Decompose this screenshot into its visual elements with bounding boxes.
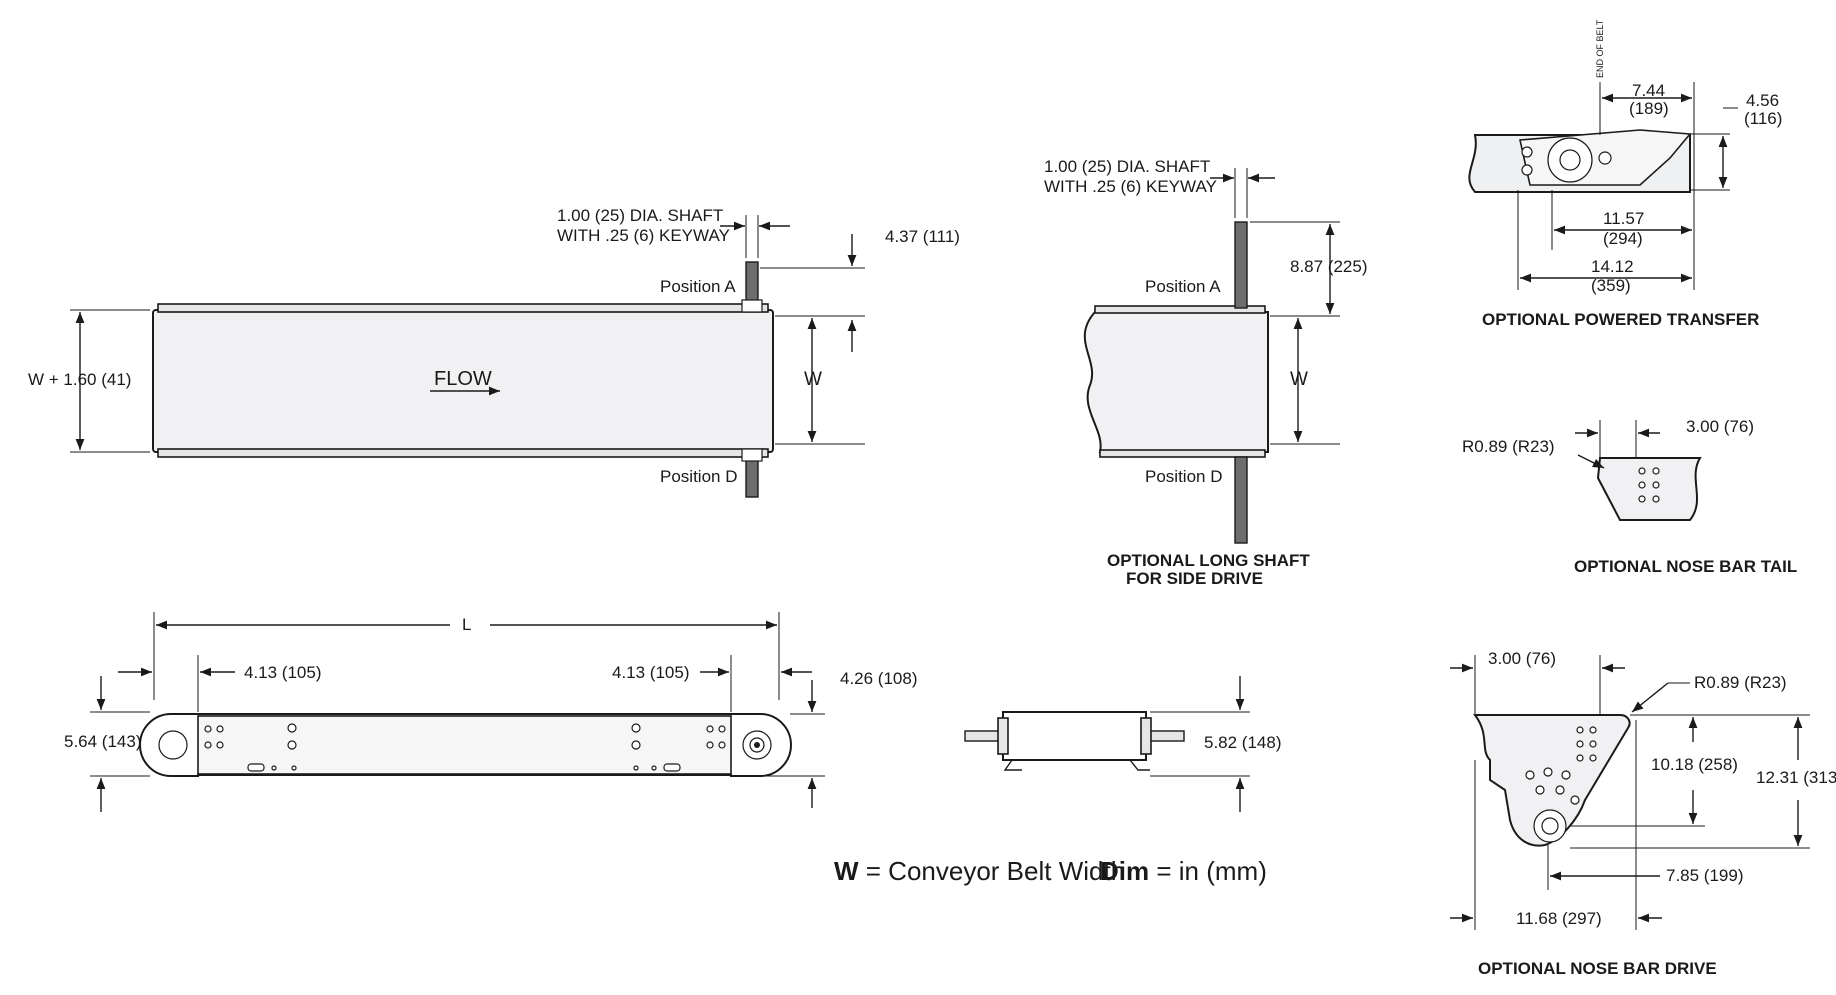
ls-position-d: Position D xyxy=(1145,467,1222,486)
long-shaft-d xyxy=(1234,456,1248,544)
pt-dim-overall: 14.12 xyxy=(1591,257,1634,276)
nbd-height-inner: 10.18 (258) xyxy=(1651,755,1738,774)
nbt-radius: R0.89 (R23) xyxy=(1462,437,1555,456)
drive-shaft-a xyxy=(745,261,759,305)
dim-ls-belt-width: W xyxy=(1290,369,1308,390)
end-view: 5.82 (148) xyxy=(964,676,1282,812)
nbd-caption: OPTIONAL NOSE BAR DRIVE xyxy=(1478,959,1717,978)
nbt-caption: OPTIONAL NOSE BAR TAIL xyxy=(1574,557,1797,576)
ls-caption-1: OPTIONAL LONG SHAFT xyxy=(1107,551,1310,570)
idler-pulley xyxy=(158,730,188,760)
dim-shaft-offset: 4.37 (111) xyxy=(885,227,960,246)
pt-dim-overall-mm: (359) xyxy=(1591,276,1631,295)
long-shaft-view: 1.00 (25) DIA. SHAFT WITH .25 (6) KEYWAY… xyxy=(1044,157,1368,588)
powered-transfer-view: END OF BELT 7.44 (189) 4.56 (116) 11.57 … xyxy=(1468,19,1782,329)
position-a-label: Position A xyxy=(660,277,736,296)
dim-end-height: 4.26 (108) xyxy=(840,669,918,688)
pt-dim-mid-mm: (294) xyxy=(1603,229,1643,248)
ls-caption-2: FOR SIDE DRIVE xyxy=(1126,569,1263,588)
nbd-offset: 3.00 (76) xyxy=(1488,649,1556,668)
nbd-pulley-hub xyxy=(1541,817,1559,835)
side-frame xyxy=(197,715,732,775)
drive-pulley-center xyxy=(754,742,760,748)
long-shaft-body xyxy=(1083,311,1269,453)
ls-shaft-note-1: 1.00 (25) DIA. SHAFT xyxy=(1044,157,1210,176)
pt-dim-top-mm: (189) xyxy=(1629,99,1669,118)
drive-shaft-d xyxy=(745,456,759,498)
dim-belt-width: W xyxy=(804,369,822,390)
flow-label: FLOW xyxy=(434,368,492,390)
pt-dim-height: 4.56 xyxy=(1746,91,1779,110)
pt-pulley-hub xyxy=(1559,149,1581,171)
pt-caption: OPTIONAL POWERED TRANSFER xyxy=(1482,310,1759,329)
pt-dim-height-mm: (116) xyxy=(1744,109,1782,128)
ls-shaft-note-2: WITH .25 (6) KEYWAY xyxy=(1044,177,1217,196)
nbd-horiz-overall: 11.68 (297) xyxy=(1516,909,1602,928)
long-shaft-a xyxy=(1234,221,1248,309)
shaft-note-2: WITH .25 (6) KEYWAY xyxy=(557,226,730,245)
pt-dim-top: 7.44 xyxy=(1632,81,1665,100)
end-shaft-right xyxy=(1147,730,1185,742)
legend-w-text: = Conveyor Belt Width xyxy=(859,856,1126,886)
nbd-radius: R0.89 (R23) xyxy=(1694,673,1787,692)
dim-overall-height: 5.64 (143) xyxy=(64,732,142,751)
dim-shaft-length: 8.87 (225) xyxy=(1290,257,1368,276)
bearing-d xyxy=(741,448,763,462)
pt-end-of-belt: END OF BELT xyxy=(1595,19,1605,78)
mount-holes xyxy=(204,723,726,772)
nose-bar-tail-view: 3.00 (76) R0.89 (R23) OPTIONAL NOSE BAR … xyxy=(1462,417,1797,576)
legend-dim-text: = in (mm) xyxy=(1149,856,1267,886)
nbd-body xyxy=(1473,714,1631,847)
dim-end-view-height: 5.82 (148) xyxy=(1204,733,1282,752)
legend-w-symbol: W xyxy=(834,856,859,886)
end-bearing-left xyxy=(997,717,1009,755)
pt-dim-mid: 11.57 xyxy=(1603,209,1644,228)
svg-text:W = Conveyor Belt Width: W = Conveyor Belt Width xyxy=(834,856,1125,886)
ls-position-a: Position A xyxy=(1145,277,1221,296)
dim-overall-width: W + 1.60 (41) xyxy=(28,370,131,389)
legend: W = Conveyor Belt Width Dim = in (mm) xyxy=(834,856,1267,886)
legend-dim-symbol: Dim xyxy=(1100,856,1149,886)
long-shaft-top-rail xyxy=(1094,305,1266,314)
dim-right-mount: 4.13 (105) xyxy=(612,663,690,682)
dim-length: L xyxy=(462,615,471,634)
pt-hole xyxy=(1521,146,1533,158)
nbt-holes xyxy=(1638,467,1660,503)
nbd-height-overall: 12.31 (313) xyxy=(1756,768,1836,787)
nbt-offset: 3.00 (76) xyxy=(1686,417,1754,436)
end-feet xyxy=(1003,759,1150,771)
bearing-a xyxy=(741,299,763,313)
shaft-note-1: 1.00 (25) DIA. SHAFT xyxy=(557,206,723,225)
end-bearing-right xyxy=(1140,717,1152,755)
nbt-radius-leader xyxy=(1577,454,1605,469)
pt-hole xyxy=(1598,151,1612,165)
dim-left-mount: 4.13 (105) xyxy=(244,663,322,682)
bottom-rail xyxy=(157,448,769,458)
long-shaft-bottom-rail xyxy=(1099,449,1266,458)
nose-bar-drive-view: 3.00 (76) R0.89 (R23) 10.18 (258) 12.31 … xyxy=(1450,649,1836,978)
pt-hole xyxy=(1521,164,1533,176)
svg-text:Dim = in (mm): Dim = in (mm) xyxy=(1100,856,1267,886)
side-view: L 4.13 (105) 4.13 (105) 4.26 (108) 5.64 … xyxy=(64,612,918,812)
nbd-holes xyxy=(1525,726,1597,805)
position-d-label: Position D xyxy=(660,467,737,486)
nbt-body xyxy=(1596,457,1702,521)
nbd-horiz-inner: 7.85 (199) xyxy=(1666,866,1744,885)
end-shaft-left xyxy=(964,730,1002,742)
main-top-view: FLOW W + 1.60 (41) W 1.00 (25) DIA. SHAF… xyxy=(28,206,960,498)
top-rail xyxy=(157,303,769,313)
nbd-radius-leader xyxy=(1631,682,1669,713)
end-body xyxy=(1002,711,1147,761)
